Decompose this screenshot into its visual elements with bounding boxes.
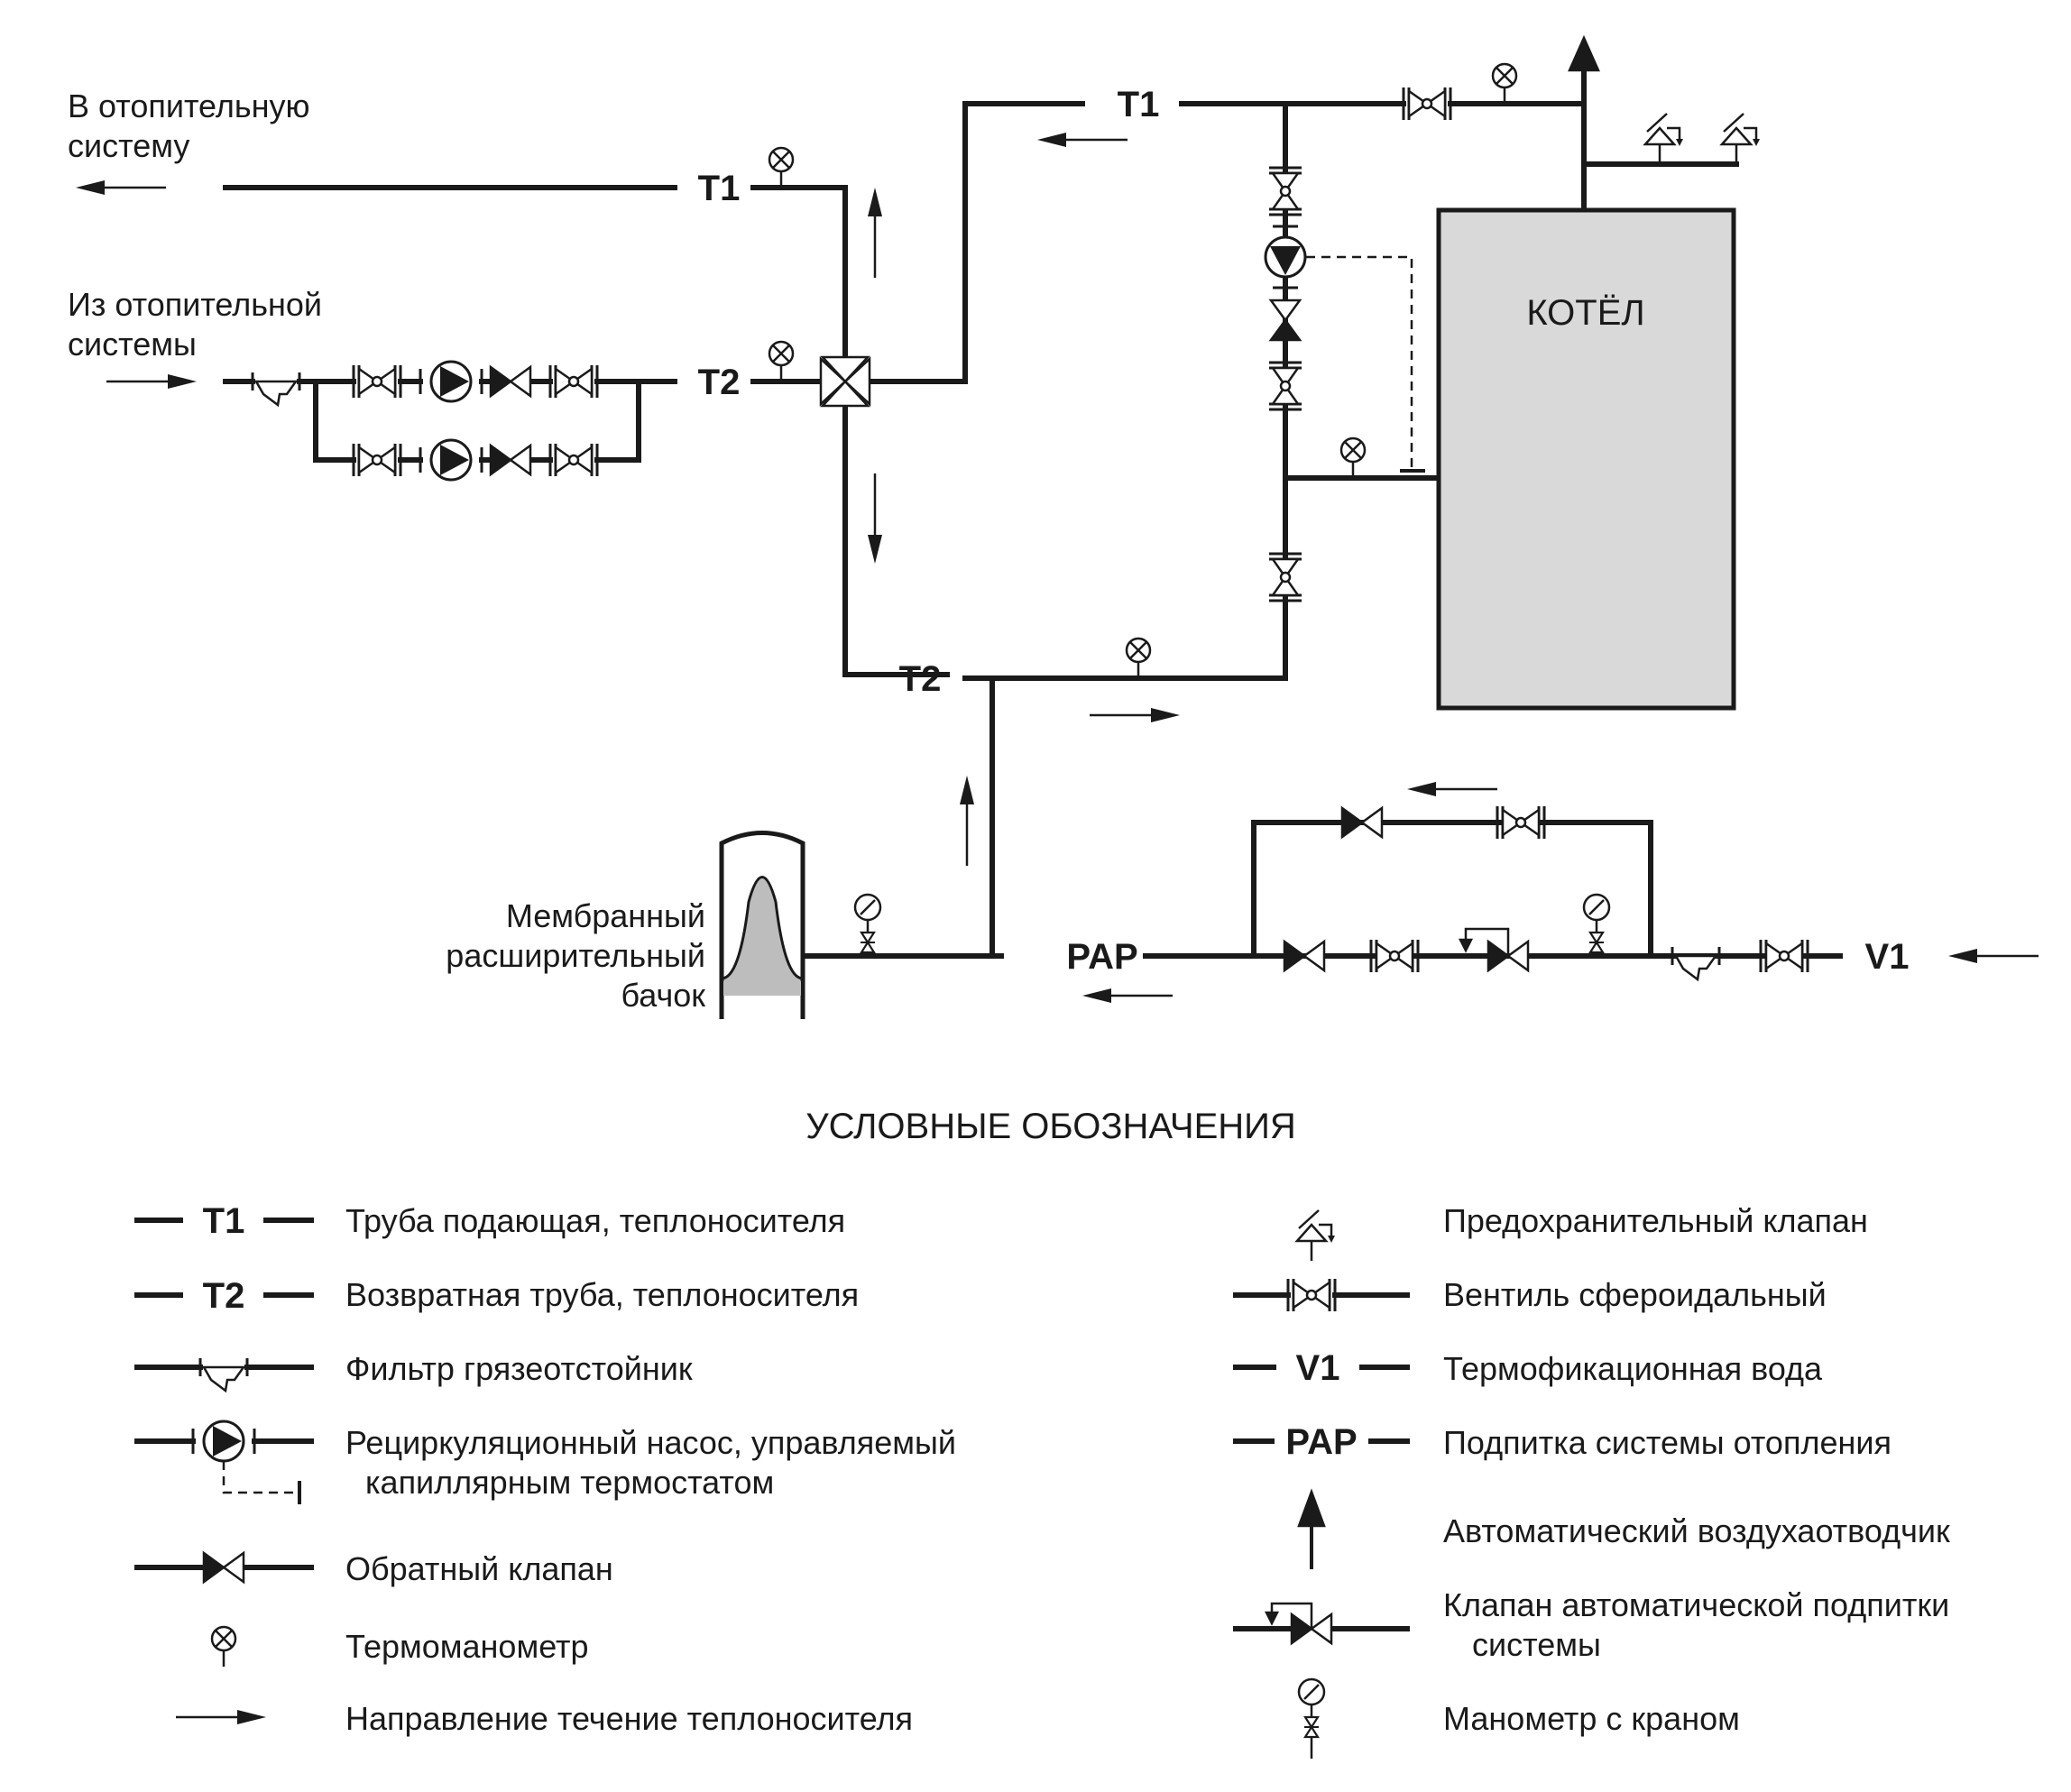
- boiler-label: КОТЁЛ: [1526, 293, 1644, 333]
- legend-symbol-check-valve: [134, 1551, 314, 1584]
- t2-return-vertical-pipe: [750, 185, 950, 677]
- pipe-label-pap: PAP: [1066, 937, 1137, 977]
- legend-symbol-safety-valve: [1295, 1208, 1337, 1263]
- legend-text-safety-valve: Предохранительный клапан: [1443, 1202, 1868, 1239]
- check-valve-icon: [489, 365, 532, 398]
- legend-text-v1: Термофикационная вода: [1443, 1350, 1823, 1387]
- legend-symbol-pump: [134, 1420, 314, 1504]
- thermomanometer-icon: [768, 340, 795, 383]
- spheroidal-valve-icon: [1267, 552, 1303, 602]
- legend-symbol-t1: T1: [134, 1201, 314, 1241]
- pipe-label-v1: V1: [1865, 937, 1910, 977]
- legend-symbol-flow-arrow: [174, 1708, 268, 1726]
- flow-arrow-icon: [1947, 947, 2040, 965]
- legend-text-check-valve: Обратный клапан: [345, 1550, 613, 1587]
- to-system-text-2: систему: [68, 127, 189, 164]
- legend-text-flow-direction: Направление течение теплоносителя: [345, 1700, 913, 1737]
- thermomanometer-icon: [1339, 437, 1367, 480]
- pipe-label-t1-left: T1: [698, 169, 741, 208]
- mixing-valve-icon: [819, 355, 871, 408]
- svg-text:V1: V1: [1296, 1348, 1340, 1388]
- thermostat-capillary-line: [1306, 255, 1413, 469]
- legend-symbol-v1: V1: [1233, 1348, 1410, 1388]
- check-valve-icon: [1269, 299, 1302, 342]
- legend-text-pap: Подпитка системы отопления: [1443, 1424, 1892, 1461]
- mix-to-boiler-supply: [867, 101, 1085, 384]
- legend-symbol-pap: PAP: [1233, 1422, 1410, 1462]
- safety-valve-icon: [1643, 112, 1685, 166]
- flow-arrow-icon: [866, 472, 884, 565]
- thermomanometer-icon: [768, 146, 795, 189]
- from-system-text-1: Из отопительной: [68, 286, 322, 323]
- thermomanometer-icon: [1491, 62, 1518, 106]
- tank-text-3: бачок: [621, 977, 705, 1014]
- flow-arrow-icon: [866, 186, 884, 280]
- manometer-with-tap-icon: [853, 893, 882, 958]
- boiler: [1436, 207, 1736, 711]
- recirculation-pump-icon: [419, 438, 483, 482]
- legend-symbol-spheroidal-valve: [1233, 1277, 1410, 1313]
- pap-bypass-loop: [1143, 820, 1653, 959]
- thermomanometer-icon: [1125, 637, 1152, 680]
- spheroidal-valve-icon: [548, 363, 599, 400]
- pipe-label-t2-bottom: T2: [899, 659, 942, 699]
- flow-arrow-icon: [105, 372, 198, 391]
- spheroidal-valve-icon: [1267, 166, 1303, 216]
- pipe-label-t2-left: T2: [698, 363, 741, 402]
- to-system-text-1: В отопительную: [68, 87, 310, 124]
- flow-arrow-icon: [1088, 706, 1182, 724]
- filter-strainer-icon: [1671, 945, 1721, 981]
- legend-symbol-auto-makeup-valve: [1233, 1602, 1410, 1645]
- svg-text:T2: T2: [203, 1276, 245, 1316]
- tank-text-2: расширительный: [446, 937, 705, 974]
- check-valve-icon: [489, 444, 532, 476]
- legend-text-t1: Труба подающая, теплоносителя: [345, 1202, 845, 1239]
- legend-text-filter: Фильтр грязеотстойник: [345, 1350, 693, 1387]
- flow-arrow-icon: [1405, 780, 1499, 798]
- legend-text-makeup-valve-2: системы: [1472, 1626, 1601, 1663]
- legend-text-manometer-tap: Манометр с краном: [1443, 1700, 1740, 1737]
- legend-text-spheroidal-valve: Вентиль сфероидальный: [1443, 1276, 1827, 1313]
- legend-text-pump-1: Рециркуляционный насос, управляемый: [345, 1424, 956, 1461]
- pipe-label-t1-top: T1: [1118, 85, 1160, 124]
- spheroidal-valve-icon: [548, 442, 599, 478]
- legend-symbol-manometer-tap: [1297, 1677, 1326, 1759]
- svg-text:T1: T1: [203, 1201, 245, 1241]
- check-valve-icon: [1283, 940, 1326, 972]
- legend-title: УСЛОВНЫЕ ОБОЗНАЧЕНИЯ: [805, 1107, 1296, 1146]
- legend-symbol-t2: T2: [134, 1276, 314, 1316]
- legend-text-t2: Возвратная труба, теплоносителя: [345, 1276, 859, 1313]
- legend-symbol-air-vent: [1297, 1488, 1326, 1569]
- manometer-with-tap-icon: [1582, 893, 1611, 958]
- from-system-text-2: системы: [68, 326, 197, 363]
- spheroidal-valve-icon: [1402, 86, 1452, 122]
- spheroidal-valve-icon: [1267, 361, 1303, 411]
- legend-symbol-thermomanometer: [210, 1625, 237, 1668]
- filter-strainer-icon: [251, 371, 301, 407]
- safety-valve-icon: [1720, 112, 1762, 166]
- svg-text:PAP: PAP: [1285, 1422, 1357, 1462]
- spheroidal-valve-icon: [352, 363, 402, 400]
- flow-arrow-icon: [1036, 131, 1129, 149]
- flow-arrow-icon: [1081, 987, 1174, 1005]
- legend-text-thermomanometer: Термоманометр: [345, 1628, 589, 1665]
- auto-makeup-valve-icon: [1458, 927, 1530, 972]
- tank-text-1: Мембранный: [506, 897, 705, 934]
- spheroidal-valve-icon: [1759, 938, 1809, 974]
- legend-text-pump-2: капиллярным термостатом: [365, 1464, 774, 1501]
- flow-arrow-icon: [958, 774, 976, 868]
- spheroidal-valve-icon: [1369, 938, 1420, 974]
- air-vent-icon: [1568, 34, 1600, 72]
- recirculation-pump-icon: [419, 360, 483, 403]
- spheroidal-valve-icon: [352, 442, 402, 478]
- legend-text-air-vent: Автоматический воздухаотводчик: [1443, 1512, 1950, 1549]
- legend-text-makeup-valve-1: Клапан автоматической подпитки: [1443, 1586, 1949, 1623]
- spheroidal-valve-icon: [1496, 804, 1546, 841]
- legend-symbol-filter: [134, 1356, 314, 1392]
- check-valve-icon: [1340, 806, 1384, 839]
- flow-arrow-icon: [74, 179, 168, 197]
